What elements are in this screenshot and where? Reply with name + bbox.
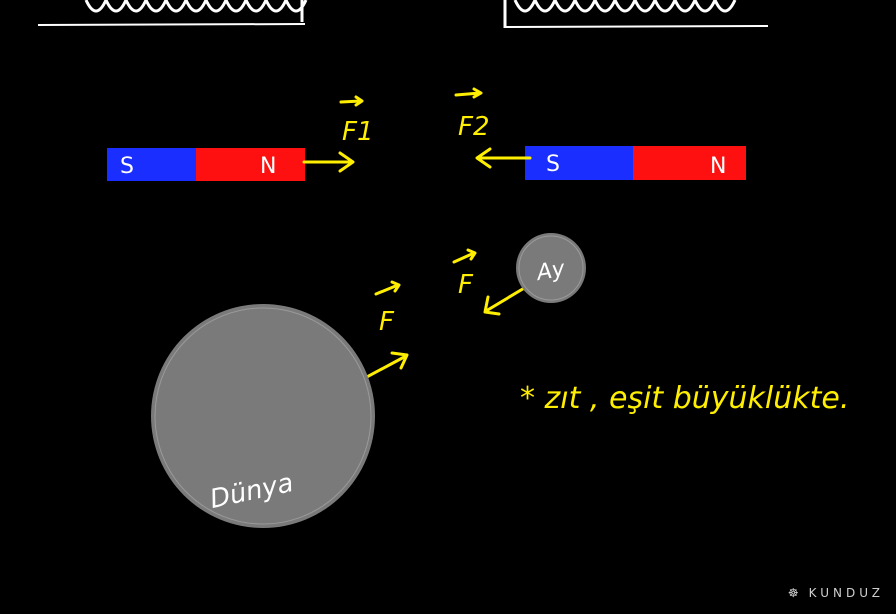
f1-vector-mark xyxy=(339,95,364,107)
magnet-right-s-label: S xyxy=(546,152,560,177)
brand-watermark: ☸ KUNDUZ xyxy=(788,586,884,600)
magnet-right-n-label: N xyxy=(710,154,726,179)
magnet-right-south-pole xyxy=(525,146,635,180)
moon-label: Ay xyxy=(533,256,568,286)
f1-arrow xyxy=(302,151,355,173)
f1-label: F1 xyxy=(342,117,374,147)
f-moon-label: F xyxy=(458,270,474,300)
right-spring xyxy=(503,0,769,28)
f-earth-vector-mark xyxy=(374,280,401,296)
magnet-left: S N xyxy=(107,148,305,181)
earth: Dünya xyxy=(151,304,375,528)
magnet-right: S N xyxy=(525,146,746,180)
magnet-left-south-pole xyxy=(107,148,198,181)
moon: Ay xyxy=(516,233,586,303)
note-text: * zıt , eşit büyüklükte. xyxy=(520,381,849,416)
f2-vector-mark xyxy=(454,87,483,99)
f-earth-label: F xyxy=(379,307,395,337)
f2-label: F2 xyxy=(458,112,490,142)
left-spring xyxy=(37,0,308,26)
magnet-left-s-label: S xyxy=(120,154,134,179)
magnet-left-north-pole xyxy=(196,148,305,181)
f-moon-vector-mark xyxy=(452,248,477,264)
beaver-logo-icon: ☸ xyxy=(787,586,803,600)
magnet-left-n-label: N xyxy=(260,154,276,179)
brand-label: KUNDUZ xyxy=(808,586,884,600)
f2-arrow xyxy=(475,147,532,169)
magnet-right-north-pole xyxy=(633,146,746,180)
